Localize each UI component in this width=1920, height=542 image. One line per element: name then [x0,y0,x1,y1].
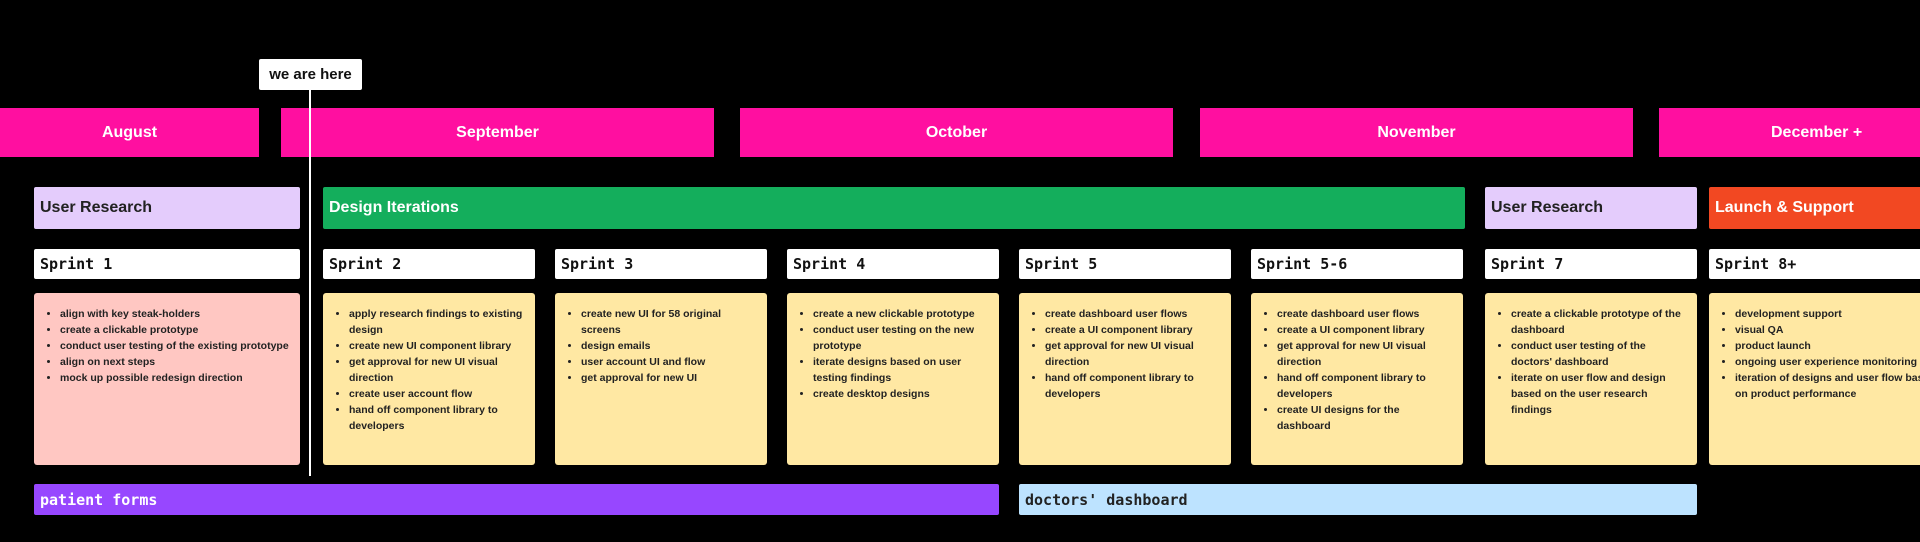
task-item: design emails [581,338,759,354]
we-are-here-line [309,90,311,476]
phase-launch-support: Launch & Support [1709,187,1920,229]
sprint-3-task-list: create new UI for 58 original screens de… [563,306,759,386]
task-item: conduct user testing of the existing pro… [60,338,292,354]
task-item: conduct user testing on the new prototyp… [813,322,991,354]
month-november: November [1200,108,1633,157]
sprint-1-card: align with key steak-holders create a cl… [34,293,300,465]
task-item: get approval for new UI visual direction [1045,338,1223,370]
task-item: get approval for new UI visual direction [349,354,527,386]
task-item: iterate designs based on user testing fi… [813,354,991,386]
task-item: create a new clickable prototype [813,306,991,322]
sprint-2-card: apply research findings to existing desi… [323,293,535,465]
sprint-3-title: Sprint 3 [555,249,767,279]
phase-design-iterations: Design Iterations [323,187,1465,229]
task-item: conduct user testing of the doctors' das… [1511,338,1689,370]
task-item: hand off component library to developers [1277,370,1455,402]
task-item: development support [1735,306,1920,322]
phase-user-research-2: User Research [1485,187,1697,229]
task-item: create new UI for 58 original screens [581,306,759,338]
sprint-3-card: create new UI for 58 original screens de… [555,293,767,465]
task-item: apply research findings to existing desi… [349,306,527,338]
sprint-5-6-title: Sprint 5-6 [1251,249,1463,279]
task-item: align with key steak-holders [60,306,292,322]
sprint-4-task-list: create a new clickable prototype conduct… [795,306,991,402]
sprint-5-6-task-list: create dashboard user flows create a UI … [1259,306,1455,434]
sprint-8-card: development support visual QA product la… [1709,293,1920,465]
task-item: visual QA [1735,322,1920,338]
month-october: October [740,108,1173,157]
task-item: user account UI and flow [581,354,759,370]
sprint-7-card: create a clickable prototype of the dash… [1485,293,1697,465]
task-item: create a clickable prototype [60,322,292,338]
task-item: create new UI component library [349,338,527,354]
sprint-1-task-list: align with key steak-holders create a cl… [42,306,292,386]
sprint-7-task-list: create a clickable prototype of the dash… [1493,306,1689,418]
sprint-7-title: Sprint 7 [1485,249,1697,279]
task-item: create UI designs for the dashboard [1277,402,1455,434]
task-item: hand off component library to developers [1045,370,1223,402]
sprint-8-title: Sprint 8+ [1709,249,1920,279]
sprint-4-title: Sprint 4 [787,249,999,279]
month-september: September [281,108,714,157]
task-item: get approval for new UI visual direction [1277,338,1455,370]
we-are-here-marker: we are here [259,59,362,90]
sprint-5-card: create dashboard user flows create a UI … [1019,293,1231,465]
stream-doctors-dashboard: doctors' dashboard [1019,484,1697,515]
month-december: December + [1659,108,1920,157]
task-item: ongoing user experience monitoring [1735,354,1920,370]
task-item: create a UI component library [1277,322,1455,338]
task-item: iteration of designs and user flow based… [1735,370,1920,402]
task-item: product launch [1735,338,1920,354]
sprint-2-title: Sprint 2 [323,249,535,279]
task-item: create a UI component library [1045,322,1223,338]
task-item: create dashboard user flows [1277,306,1455,322]
sprint-5-task-list: create dashboard user flows create a UI … [1027,306,1223,402]
task-item: iterate on user flow and design based on… [1511,370,1689,418]
sprint-1-title: Sprint 1 [34,249,300,279]
task-item: create a clickable prototype of the dash… [1511,306,1689,338]
task-item: align on next steps [60,354,292,370]
task-item: get approval for new UI [581,370,759,386]
task-item: hand off component library to developers [349,402,527,434]
task-item: create dashboard user flows [1045,306,1223,322]
month-august: August [0,108,259,157]
sprint-4-card: create a new clickable prototype conduct… [787,293,999,465]
sprint-2-task-list: apply research findings to existing desi… [331,306,527,434]
task-item: create user account flow [349,386,527,402]
sprint-8-task-list: development support visual QA product la… [1717,306,1920,402]
task-item: create desktop designs [813,386,991,402]
task-item: mock up possible redesign direction [60,370,292,386]
stream-patient-forms: patient forms [34,484,999,515]
sprint-5-6-card: create dashboard user flows create a UI … [1251,293,1463,465]
sprint-5-title: Sprint 5 [1019,249,1231,279]
phase-user-research-1: User Research [34,187,300,229]
